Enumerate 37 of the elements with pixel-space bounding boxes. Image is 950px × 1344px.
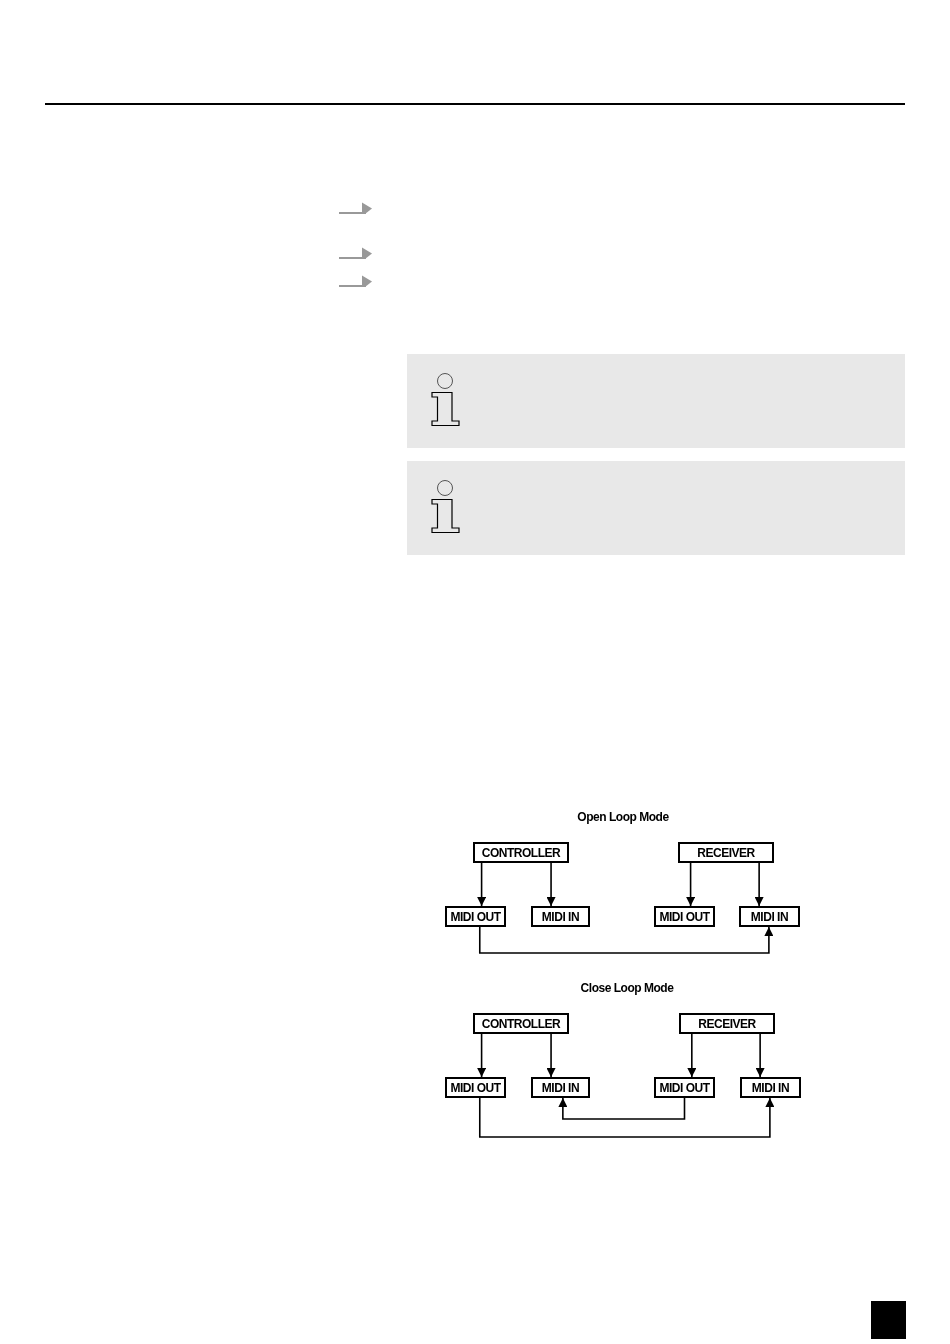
block-label: MIDI IN [541,910,580,923]
block-label: MIDI OUT [659,910,710,923]
diagram-block [678,842,774,863]
block-label: MIDI IN [750,910,789,923]
diagram-block [473,1013,569,1034]
arrow [755,1033,765,1078]
arrow [478,926,774,954]
arrow [754,862,764,907]
diagram-block [473,842,569,863]
block-label: MIDI IN [751,1081,790,1094]
diagram-block [445,906,506,927]
block-label: MIDI OUT [450,910,501,923]
block-label: MIDI OUT [450,1081,501,1094]
diagram-block [654,1077,715,1098]
arrow [546,862,556,907]
arrow [546,1033,556,1078]
diagram-block [739,906,800,927]
arrow [686,862,696,907]
block-label: CONTROLLER [481,1017,561,1030]
diagram-block [740,1077,801,1098]
block-label: RECEIVER [697,846,755,859]
diagram-block [445,1077,506,1098]
arrow [477,1033,487,1078]
block-label: CONTROLLER [481,846,561,859]
diagram-block [679,1013,775,1034]
diagram-block [531,1077,590,1098]
diagram-subtitle: Open Loop Mode [577,810,669,824]
diagram-subtitle: Close Loop Mode [580,981,674,995]
arrow [478,1097,775,1138]
block-label: RECEIVER [698,1017,756,1030]
block-label: MIDI IN [541,1081,580,1094]
arrow [687,1033,697,1078]
diagram-block [531,906,590,927]
diagram-block [654,906,715,927]
arrow [477,862,487,907]
arrow [558,1097,686,1120]
block-label: MIDI OUT [659,1081,710,1094]
